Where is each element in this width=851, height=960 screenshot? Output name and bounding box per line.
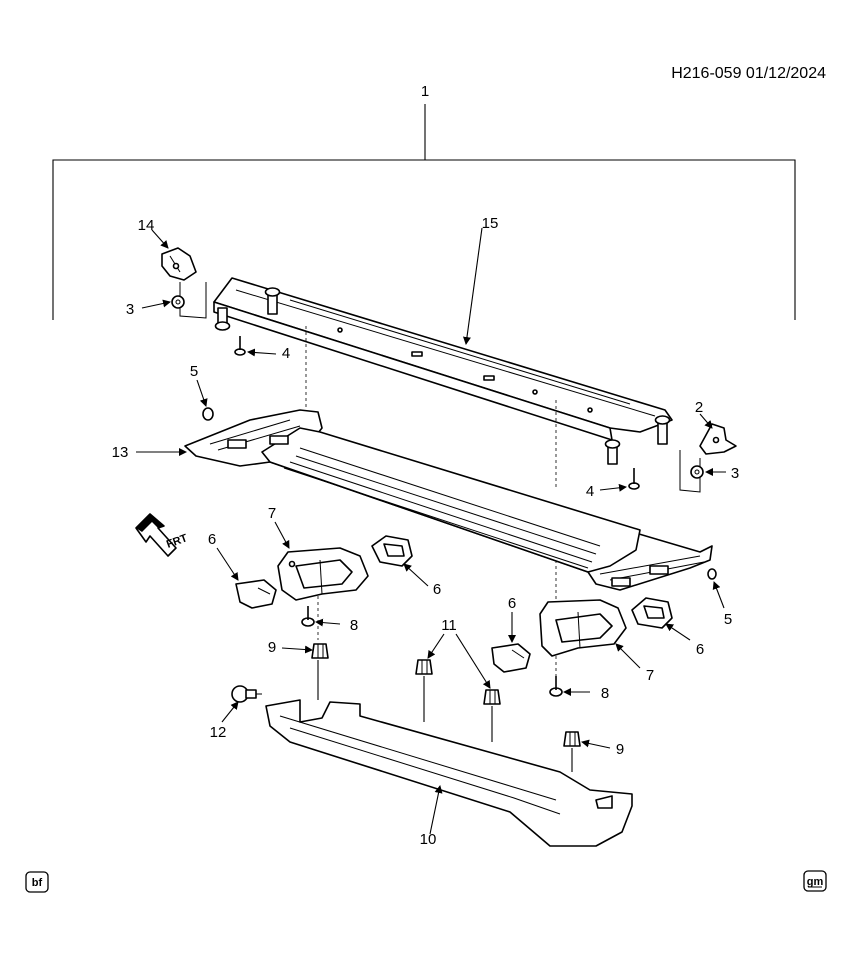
part-4-bolt-left [234, 336, 246, 356]
callout-5-left: 5 [190, 363, 198, 380]
front-direction-arrow-icon: FRT [135, 513, 189, 557]
callout-6-left-b: 6 [433, 581, 441, 598]
part-3-nut-right [690, 465, 704, 479]
callout-3-right: 3 [731, 465, 739, 482]
callout-3-left: 3 [126, 301, 134, 318]
bf-badge: bf [25, 871, 49, 893]
part-2-bracket-right [699, 423, 737, 455]
callout-4-left: 4 [282, 345, 290, 362]
callout-6-left-a: 6 [208, 531, 216, 548]
part-6-cap-left-b [371, 535, 413, 567]
part-9-clip-left [311, 643, 329, 659]
bf-badge-label: bf [32, 877, 43, 889]
callout-15: 15 [482, 215, 499, 232]
callout-4-right: 4 [586, 483, 594, 500]
callout-9-right: 9 [616, 741, 624, 758]
part-6-cap-right-b [631, 597, 673, 629]
callout-9-left: 9 [268, 639, 276, 656]
callout-11: 11 [441, 617, 457, 634]
frt-label: FRT [165, 532, 189, 551]
part-15-studs [214, 287, 671, 465]
part-7-support-left [277, 547, 369, 601]
part-15-upper-rail [213, 277, 673, 441]
part-4-bolt-right [628, 468, 640, 490]
part-13-running-board [184, 409, 713, 591]
gm-logo-icon: gm [803, 870, 827, 892]
part-8-bolt-left [301, 606, 315, 627]
diagram-code: H216-059 01/12/2024 [671, 65, 826, 82]
callout-6-right-b: 6 [696, 641, 704, 658]
callout-7-left: 7 [268, 505, 276, 522]
callout-7-right: 7 [646, 667, 654, 684]
callout-8-right: 8 [601, 685, 609, 702]
callout-8-left: 8 [350, 617, 358, 634]
part-12-retainer [231, 685, 262, 703]
callout-13: 13 [112, 444, 129, 461]
part-7-support-right [539, 599, 627, 657]
callout-1: 1 [421, 83, 429, 100]
part-6-cap-left-a [235, 579, 277, 609]
gm-badge-label: gm [807, 876, 824, 888]
assembly-bracket [52, 104, 796, 320]
part-3-nut-left [171, 295, 185, 309]
callout-10: 10 [420, 831, 437, 848]
part-14-bracket-left [161, 247, 197, 281]
part-6-cap-right-a [491, 643, 531, 673]
callout-5-right: 5 [724, 611, 732, 628]
callout-6-right-a: 6 [508, 595, 516, 612]
part-11-clip-a [415, 659, 433, 675]
part-11-clip-b [483, 689, 501, 705]
part-8-bolt-right [549, 676, 563, 697]
part-9-clip-right [563, 731, 581, 747]
callout-2: 2 [695, 399, 703, 416]
part-5-plug-left [202, 407, 214, 421]
callout-12: 12 [210, 724, 227, 741]
callout-14: 14 [138, 217, 155, 234]
part-5-plug-right [707, 568, 717, 580]
part-10-lower-molding [265, 699, 633, 847]
